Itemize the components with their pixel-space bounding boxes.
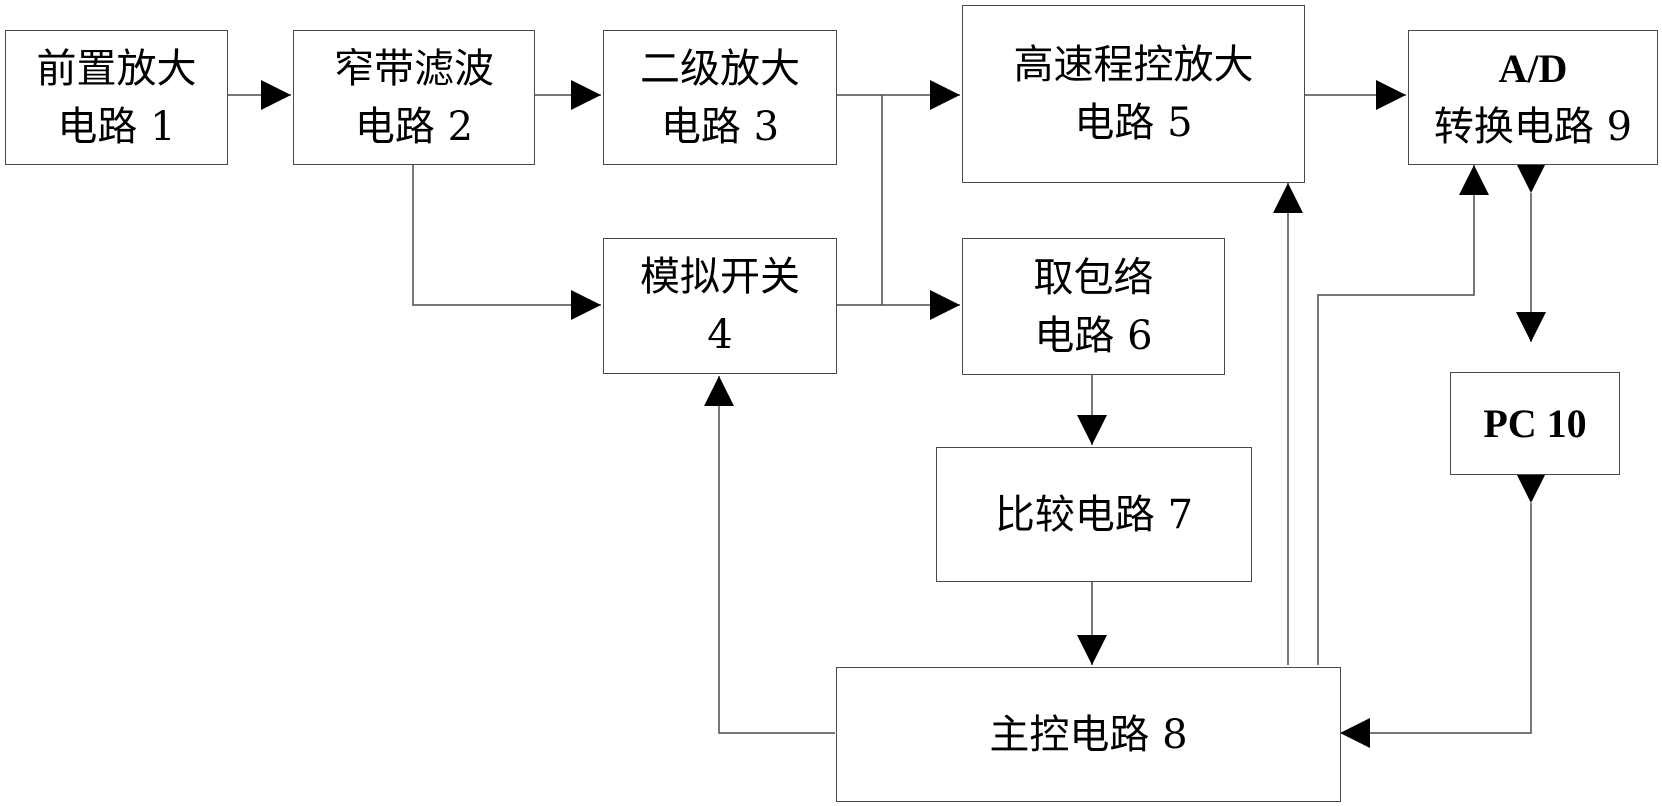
block-programmable-amp-5: 高速程控放大 电路 5 <box>962 5 1305 183</box>
block-label: 模拟开关 <box>640 248 800 306</box>
wire-10-to-8 <box>1340 503 1531 733</box>
block-label: 窄带滤波 <box>334 40 494 98</box>
block-label: 电路 1 <box>57 98 175 156</box>
block-pc-10: PC 10 <box>1450 372 1620 475</box>
block-label: 4 <box>707 306 732 364</box>
block-narrowband-filter-2: 窄带滤波 电路 2 <box>293 30 535 165</box>
block-label: 取包络 <box>1034 249 1154 307</box>
block-analog-switch-4: 模拟开关 4 <box>603 238 837 374</box>
block-comparator-7: 比较电路 7 <box>936 447 1252 582</box>
block-label: 二级放大 <box>640 40 800 98</box>
block-label: PC 10 <box>1483 395 1586 453</box>
block-preamp-1: 前置放大 电路 1 <box>5 30 228 165</box>
wire-2-to-4 <box>413 165 601 305</box>
block-label: 电路 5 <box>1074 94 1192 152</box>
block-second-amp-3: 二级放大 电路 3 <box>603 30 837 165</box>
block-envelope-6: 取包络 电路 6 <box>962 238 1225 375</box>
block-label: 电路 2 <box>355 98 473 156</box>
block-label: 比较电路 7 <box>995 486 1193 544</box>
block-label: A/D <box>1499 40 1568 98</box>
block-ad-converter-9: A/D 转换电路 9 <box>1408 30 1658 165</box>
wire-8-to-4 <box>719 376 835 733</box>
block-label: 电路 6 <box>1034 307 1152 365</box>
block-label: 前置放大 <box>37 40 197 98</box>
block-label: 高速程控放大 <box>1014 36 1254 94</box>
block-label: 转换电路 9 <box>1434 98 1632 156</box>
block-main-control-8: 主控电路 8 <box>836 667 1341 802</box>
block-label: 主控电路 8 <box>989 706 1187 764</box>
block-label: 电路 3 <box>661 98 779 156</box>
